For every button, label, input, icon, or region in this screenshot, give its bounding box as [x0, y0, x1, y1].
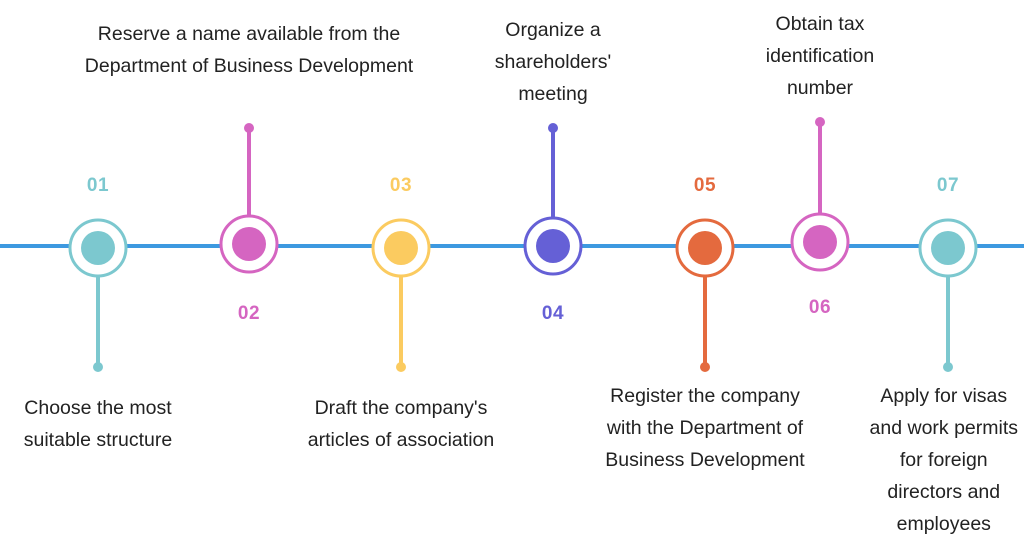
step-description: Draft the company's articles of associati… — [308, 392, 494, 456]
step-description-line: with the Department of — [606, 417, 804, 439]
step-description-line: Organize a — [505, 19, 601, 41]
step-description-line: directors and — [887, 481, 1001, 503]
step-stem-dot — [548, 123, 558, 133]
step-description-line: Business Development — [605, 449, 805, 471]
step-description: Obtain tax identification number — [766, 8, 874, 104]
step-03-marker — [371, 218, 431, 372]
step-04-marker — [523, 123, 583, 276]
step-description-line: employees — [896, 513, 991, 535]
step-description-line: shareholders' — [494, 51, 612, 73]
step-description-line: suitable structure — [23, 429, 173, 451]
step-07-marker — [918, 218, 978, 372]
step-description-line: for foreign — [899, 449, 988, 471]
step-description-line: Draft the company's — [314, 397, 488, 419]
step-description-line: articles of association — [307, 429, 495, 451]
step-stem-dot — [815, 117, 825, 127]
step-node-dot — [232, 227, 266, 261]
step-number: 06 — [808, 297, 832, 318]
step-description: Apply for visas and work permits for forei… — [870, 380, 1018, 540]
step-description-line: and work permits — [869, 417, 1018, 439]
step-number: 02 — [237, 303, 261, 324]
step-description-line: Choose the most — [24, 397, 172, 419]
step-description: Register the company with the Department … — [605, 380, 804, 476]
step-node-dot — [536, 229, 570, 263]
step-node-dot — [384, 231, 418, 265]
step-description-line: Apply for visas — [880, 385, 1008, 407]
step-description-line: Register the company — [610, 385, 800, 407]
step-06-marker — [790, 117, 850, 272]
step-number: 03 — [389, 175, 413, 196]
step-number: 07 — [936, 175, 960, 196]
step-number: 04 — [541, 303, 565, 324]
step-description-line: meeting — [518, 83, 588, 105]
step-description-line: Obtain tax — [775, 13, 865, 35]
step-stem-dot — [93, 362, 103, 372]
step-stem-dot — [244, 123, 254, 133]
step-description: Choose the most suitable structure — [24, 392, 173, 456]
step-stem-dot — [943, 362, 953, 372]
step-description-line: Reserve a name available from the — [97, 23, 401, 45]
step-description: Organize a shareholders' meeting — [495, 14, 611, 110]
step-description-line: identification — [765, 45, 875, 67]
step-node-dot — [688, 231, 722, 265]
step-stem-dot — [396, 362, 406, 372]
step-05-marker — [675, 218, 735, 372]
step-node-dot — [931, 231, 965, 265]
step-node-dot — [81, 231, 115, 265]
step-01-marker — [68, 218, 128, 372]
step-description-line: Department of Business Development — [84, 55, 414, 77]
step-node-dot — [803, 225, 837, 259]
step-02-marker — [219, 123, 279, 274]
step-number: 05 — [693, 175, 717, 196]
step-stem-dot — [700, 362, 710, 372]
step-number: 01 — [86, 175, 110, 196]
step-description-line: number — [786, 77, 854, 99]
